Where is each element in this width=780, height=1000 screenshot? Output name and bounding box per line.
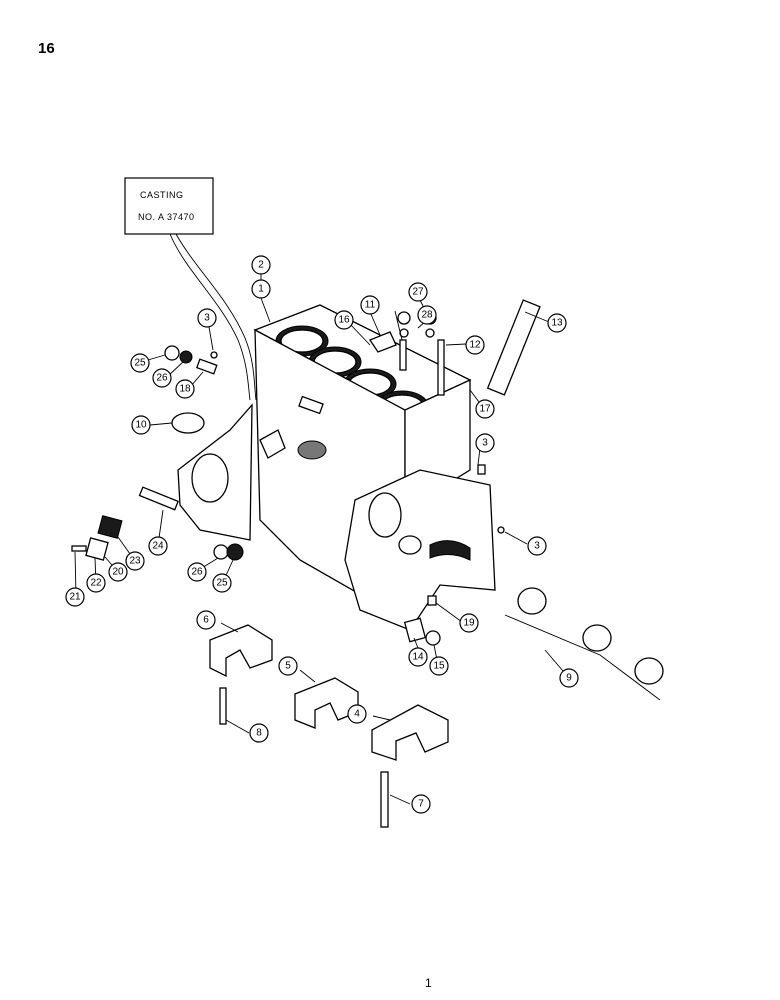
- callout-12: 12: [465, 335, 485, 355]
- callout-26: 26: [152, 368, 172, 388]
- svg-text:26: 26: [191, 567, 203, 578]
- svg-text:22: 22: [90, 578, 102, 589]
- callout-14: 14: [408, 647, 428, 667]
- callout-20: 20: [108, 562, 128, 582]
- svg-text:28: 28: [421, 310, 433, 321]
- part-4-cap: [371, 704, 449, 761]
- callouts: 2 1 3 25 26 18 10 16 11 27 28 12 13 17 3…: [65, 255, 579, 814]
- svg-text:16: 16: [338, 315, 350, 326]
- svg-text:11: 11: [365, 300, 376, 311]
- svg-text:20: 20: [112, 567, 124, 578]
- part-12-stud: [437, 339, 445, 396]
- svg-text:27: 27: [412, 287, 424, 298]
- svg-text:6: 6: [203, 615, 209, 626]
- svg-text:17: 17: [479, 404, 491, 415]
- part-16-fitting: [369, 331, 397, 353]
- callout-22: 22: [86, 573, 106, 593]
- callout-18: 18: [175, 379, 195, 399]
- part-13-tube: [486, 299, 541, 396]
- callout-16: 16: [334, 310, 354, 330]
- svg-text:10: 10: [135, 420, 147, 431]
- callout-3b: 3: [475, 433, 495, 453]
- svg-text:3: 3: [534, 541, 540, 552]
- svg-text:19: 19: [463, 618, 475, 629]
- callout-8: 8: [249, 723, 269, 743]
- callout-26b: 26: [187, 562, 207, 582]
- callout-6: 6: [196, 610, 216, 630]
- svg-text:9: 9: [566, 673, 572, 684]
- loose-parts: [71, 299, 664, 828]
- svg-text:1: 1: [258, 284, 264, 295]
- callout-7: 7: [411, 794, 431, 814]
- callout-21: 21: [65, 587, 85, 607]
- part-5-cap: [294, 677, 359, 729]
- svg-text:23: 23: [129, 556, 141, 567]
- svg-text:13: 13: [551, 318, 563, 329]
- svg-text:3: 3: [204, 313, 210, 324]
- svg-text:14: 14: [412, 652, 424, 663]
- casting-tag-line1: CASTING: [140, 190, 184, 200]
- casting-tag-line2: NO. A 37470: [138, 212, 195, 222]
- callout-4: 4: [347, 704, 367, 724]
- callout-19: 19: [459, 613, 479, 633]
- callout-3c: 3: [527, 536, 547, 556]
- cylinder-block: [177, 304, 496, 631]
- svg-text:2: 2: [258, 260, 264, 271]
- svg-text:15: 15: [433, 661, 445, 672]
- callout-28: 28: [417, 305, 437, 325]
- svg-text:25: 25: [216, 578, 228, 589]
- callout-11: 11: [360, 295, 380, 315]
- callout-5: 5: [278, 656, 298, 676]
- svg-text:12: 12: [469, 340, 481, 351]
- svg-text:26: 26: [156, 373, 168, 384]
- callout-27: 27: [408, 282, 428, 302]
- svg-text:25: 25: [134, 358, 146, 369]
- callout-9: 9: [559, 668, 579, 688]
- svg-text:18: 18: [179, 384, 191, 395]
- callout-13: 13: [547, 313, 567, 333]
- callout-23: 23: [125, 551, 145, 571]
- part-6-cap: [209, 624, 273, 678]
- callout-17: 17: [475, 399, 495, 419]
- callout-15: 15: [429, 656, 449, 676]
- footer-mark: 1: [425, 976, 432, 990]
- callout-25: 25: [130, 353, 150, 373]
- page-number: 16: [38, 40, 55, 57]
- casting-tag: CASTING NO. A 37470: [124, 177, 257, 401]
- svg-text:7: 7: [418, 799, 424, 810]
- svg-text:8: 8: [256, 728, 262, 739]
- callout-24: 24: [148, 536, 168, 556]
- svg-text:21: 21: [69, 592, 81, 603]
- callout-1: 1: [251, 279, 271, 299]
- svg-text:3: 3: [482, 438, 488, 449]
- callout-10: 10: [131, 415, 151, 435]
- part-7-bolt: [380, 771, 389, 828]
- part-8-bolt: [219, 687, 227, 725]
- svg-text:4: 4: [354, 709, 360, 720]
- callout-3: 3: [197, 308, 217, 328]
- svg-text:24: 24: [152, 541, 164, 552]
- part-11-stud: [399, 339, 407, 371]
- svg-text:5: 5: [285, 661, 291, 672]
- callout-2: 2: [251, 255, 271, 275]
- callout-25b: 25: [212, 573, 232, 593]
